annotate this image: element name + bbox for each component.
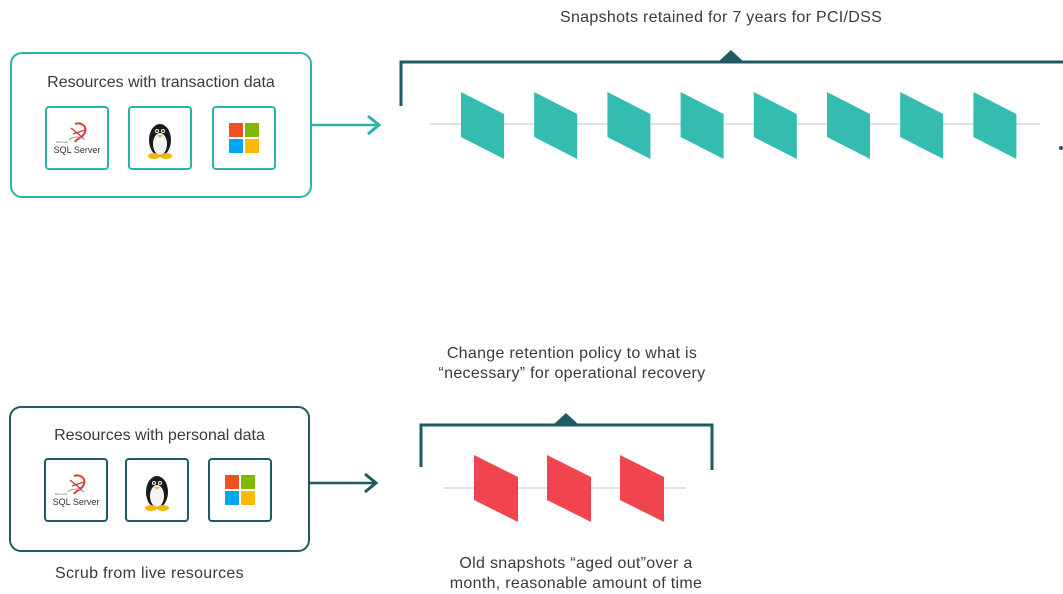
bottom-bracket xyxy=(419,413,714,470)
snapshot xyxy=(461,92,504,159)
snapshot xyxy=(680,92,724,159)
windows-icon xyxy=(208,458,272,522)
snapshot xyxy=(900,92,944,159)
snapshot xyxy=(827,92,870,159)
personal-resources-title: Resources with personal data xyxy=(54,427,265,444)
aged-out-line2: month, reasonable amount of time xyxy=(449,575,703,592)
bottom-snapshots xyxy=(474,455,664,522)
linux-tux-icon xyxy=(128,106,192,170)
bottom-retention-line2: “necessary” for operational recovery xyxy=(438,365,706,382)
personal-resources-box: Resources with personal data Microsoft S… xyxy=(9,406,310,552)
snapshot xyxy=(620,455,664,522)
top-timeline-end xyxy=(1059,146,1063,150)
snapshot xyxy=(474,455,518,522)
top-retention-label: Snapshots retained for 7 years for PCI/D… xyxy=(560,9,883,26)
top-arrow xyxy=(311,114,382,136)
snapshot xyxy=(973,92,1017,159)
bottom-retention-label: Change retention policy to what is “nece… xyxy=(400,344,744,384)
snapshot xyxy=(534,92,578,159)
sql-server-small-label: Microsoft xyxy=(55,492,68,496)
sql-server-small-label: Microsoft xyxy=(56,140,69,144)
linux-tux-icon xyxy=(125,458,189,522)
snapshot xyxy=(547,455,591,522)
windows-icon xyxy=(212,106,276,170)
snapshot xyxy=(607,92,651,159)
sql-server-label: SQL Server xyxy=(53,145,101,155)
bottom-retention-line1: Change retention policy to what is xyxy=(446,345,698,362)
bottom-arrow xyxy=(310,472,379,494)
sql-server-label: SQL Server xyxy=(52,497,100,507)
sql-server-icon: Microsoft SQL Server xyxy=(45,106,109,170)
aged-out-line1: Old snapshots “aged out”over a xyxy=(459,555,693,572)
transaction-resources-title: Resources with transaction data xyxy=(47,74,275,91)
aged-out-label: Old snapshots “aged out”over a month, re… xyxy=(400,554,752,594)
top-snapshots xyxy=(461,92,1017,159)
transaction-resources-box: Resources with transaction data Microsof… xyxy=(10,52,312,198)
scrub-label: Scrub from live resources xyxy=(55,565,244,582)
top-bracket xyxy=(399,50,1063,106)
sql-server-icon: Microsoft SQL Server xyxy=(44,458,108,522)
snapshot xyxy=(753,92,797,159)
